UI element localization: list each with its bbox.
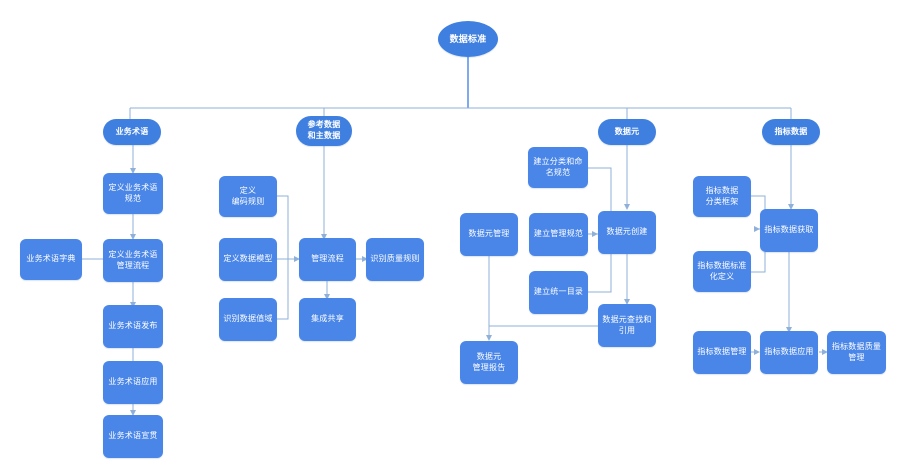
node-indicator-data-apply[interactable]: 指标数据应用 [760, 331, 818, 374]
arrow-bt-5 [130, 410, 136, 416]
node-label: 业务术语字典 [26, 254, 76, 264]
node-label: 建立管理规范 [533, 229, 584, 239]
node-label: 指标数据应用 [764, 347, 814, 357]
node-label: 参考数据 和主数据 [307, 120, 341, 140]
node-indicator-data-acquire[interactable]: 指标数据获取 [760, 209, 818, 252]
arrow-rm-integration [324, 294, 330, 300]
node-label: 管理流程 [311, 254, 344, 264]
arrow-bt-1 [130, 168, 136, 174]
arrow-id-apply [786, 327, 792, 333]
node-indicator-classification-framework[interactable]: 指标数据 分类框架 [693, 176, 751, 217]
node-management-process[interactable]: 管理流程 [299, 238, 356, 281]
node-label: 数据标准 [449, 33, 487, 44]
node-identify-quality-rules[interactable]: 识别质量规则 [366, 238, 424, 281]
link-rm-coding [276, 195, 298, 260]
node-indicator-data[interactable]: 指标数据 [762, 119, 820, 145]
node-label: 指标数据管理 [697, 347, 747, 357]
node-label: 业务术语 [115, 126, 149, 136]
node-label: 指标数据质量 管理 [831, 341, 882, 362]
arrow-rm-in [294, 256, 300, 262]
node-establish-management-spec[interactable]: 建立管理规范 [529, 213, 588, 256]
node-indicator-data-quality-management[interactable]: 指标数据质量 管理 [827, 331, 886, 374]
node-data-element-create[interactable]: 数据元创建 [598, 211, 656, 254]
arrow-id-mgmt [754, 349, 760, 355]
node-data-element-management[interactable]: 数据元管理 [460, 213, 518, 256]
node-label: 业务术语宣贯 [108, 431, 158, 441]
arrowheads [130, 168, 828, 416]
node-label: 建立统一目录 [533, 287, 584, 297]
node-define-business-term-spec[interactable]: 定义业务术语 规范 [103, 173, 163, 214]
node-define-data-model[interactable]: 定义数据模型 [219, 238, 277, 281]
node-indicator-data-management[interactable]: 指标数据管理 [693, 331, 751, 374]
arrow-id-in [754, 226, 760, 232]
node-label: 数据元创建 [606, 227, 648, 237]
node-indicator-standardized-definition[interactable]: 指标数据标准 化定义 [693, 251, 751, 292]
node-label: 定义数据模型 [223, 254, 273, 264]
node-label: 集成共享 [311, 314, 344, 324]
node-label: 数据元管理 [468, 229, 510, 239]
node-define-business-term-process[interactable]: 定义业务术语 管理流程 [103, 239, 163, 282]
node-data-element[interactable]: 数据元 [598, 119, 656, 145]
node-define-coding-rules[interactable]: 定义 编码规则 [219, 176, 277, 217]
link-rm-domain [276, 258, 298, 320]
arrow-bt-2 [130, 234, 136, 240]
arrow-rm-quality [362, 256, 368, 262]
node-business-term-apply[interactable]: 业务术语应用 [103, 361, 163, 404]
node-label: 指标数据获取 [764, 225, 814, 235]
arrow-id-quality [822, 349, 828, 355]
node-label: 识别质量规则 [370, 254, 420, 264]
node-business-term-promote[interactable]: 业务术语宣贯 [103, 415, 163, 458]
node-label: 定义业务术语 规范 [108, 182, 158, 203]
node-label: 定义业务术语 管理流程 [108, 249, 158, 270]
node-reference-master-data[interactable]: 参考数据 和主数据 [296, 116, 352, 146]
arrow-id-trunk [788, 204, 794, 210]
node-identify-data-domain[interactable]: 识别数据值域 [219, 298, 277, 341]
node-establish-classification-naming[interactable]: 建立分类和命 名规范 [528, 147, 588, 188]
node-label: 数据元查找和 引用 [602, 314, 652, 335]
node-label: 定义 编码规则 [231, 185, 265, 206]
node-data-element-search-reference[interactable]: 数据元查找和 引用 [598, 304, 656, 347]
node-label: 识别数据值域 [223, 314, 273, 324]
node-data-element-management-report[interactable]: 数据元 管理报告 [460, 341, 518, 384]
node-label: 指标数据 分类框架 [705, 185, 739, 206]
node-business-term-dictionary[interactable]: 业务术语字典 [20, 239, 82, 280]
node-label: 业务术语发布 [108, 321, 158, 331]
arrow-de-search [624, 299, 630, 305]
node-integration-sharing[interactable]: 集成共享 [299, 298, 356, 341]
node-establish-unified-catalog[interactable]: 建立统一目录 [529, 271, 588, 314]
arrow-de-trunk [624, 204, 630, 210]
node-label: 指标数据标准 化定义 [697, 260, 747, 281]
arrow-rm-trunk [321, 234, 327, 240]
arrow-de-report [486, 335, 492, 341]
node-label: 业务术语应用 [108, 377, 158, 387]
node-label: 指标数据 [774, 126, 808, 136]
node-label: 数据元 [614, 126, 640, 136]
link-de-search-to-report [488, 325, 598, 339]
node-root[interactable]: 数据标准 [438, 21, 498, 57]
node-label: 建立分类和命 名规范 [533, 156, 583, 177]
node-business-term-publish[interactable]: 业务术语发布 [103, 305, 163, 348]
arrow-de-in [592, 231, 598, 237]
node-business-terms[interactable]: 业务术语 [103, 119, 161, 145]
node-label: 数据元 管理报告 [472, 351, 506, 372]
